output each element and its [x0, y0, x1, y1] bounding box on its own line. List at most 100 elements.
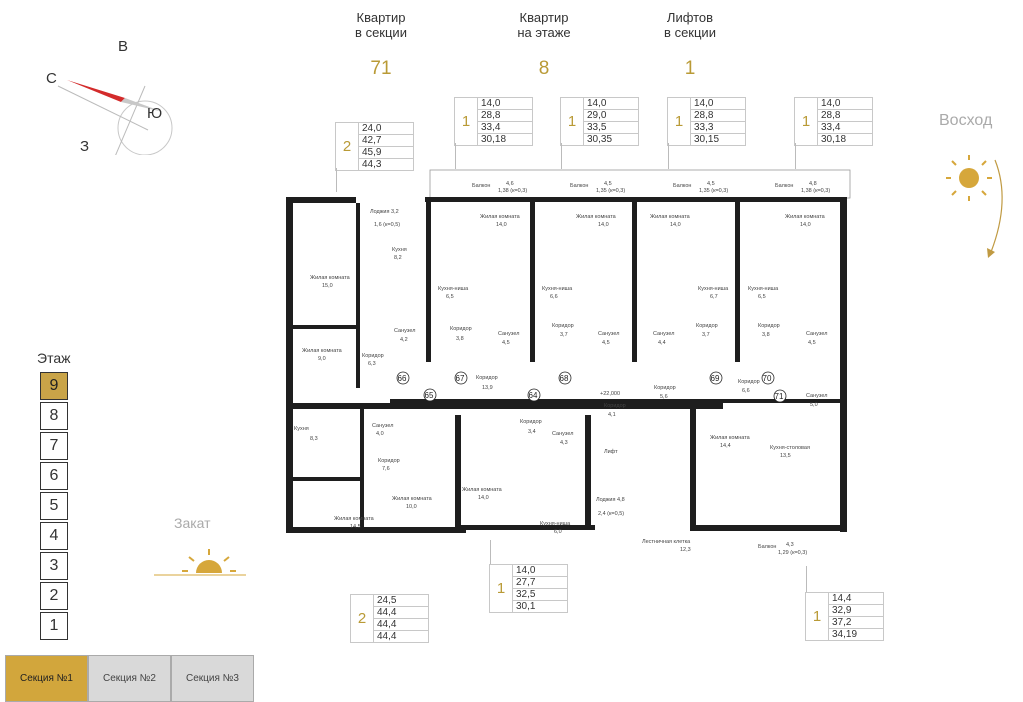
svg-text:Кухня-ниша: Кухня-ниша: [542, 286, 573, 292]
card-living-area: 14,0: [513, 565, 567, 577]
floor-selector-label: Этаж: [37, 350, 71, 366]
svg-text:4,5: 4,5: [604, 181, 612, 187]
card-price: 34,19: [832, 629, 858, 640]
card-area-with-balcony: 33,4: [818, 122, 872, 134]
floor-button-1[interactable]: 1: [40, 612, 68, 640]
floor-button-5[interactable]: 5: [40, 492, 68, 520]
svg-text:Коридор: Коридор: [378, 458, 400, 464]
stat-value: 71: [370, 58, 392, 79]
wall-partition: [632, 197, 637, 362]
apartment-card[interactable]: 1 14,0 29,0 33,5 30,35: [560, 97, 639, 146]
card-area-with-balcony: 37,2: [829, 617, 883, 629]
card-price: 30,35: [587, 134, 613, 145]
card-total-area: 28,8: [818, 110, 872, 122]
svg-text:65: 65: [425, 391, 434, 400]
svg-text:14,0: 14,0: [478, 495, 489, 501]
floor-button-9[interactable]: 9: [40, 372, 68, 400]
svg-text:6,6: 6,6: [742, 388, 750, 394]
wall-partition: [293, 477, 363, 481]
svg-text:Кухня-столовая: Кухня-столовая: [770, 445, 810, 451]
card-living-area: 24,0: [359, 123, 413, 135]
svg-text:68: 68: [560, 374, 569, 383]
card-leader-line: [806, 566, 807, 592]
svg-text:15,0: 15,0: [322, 283, 333, 289]
svg-text:1,38 (к=0,3): 1,38 (к=0,3): [498, 188, 527, 194]
card-total-area: 44,4: [374, 607, 428, 619]
tab-section-3[interactable]: Секция №3: [171, 655, 254, 702]
apartment-card[interactable]: 1 14,0 28,8 33,4 30,18: [794, 97, 873, 146]
svg-text:Кухня-ниша: Кухня-ниша: [540, 521, 571, 527]
card-leader-line: [490, 540, 491, 564]
compass-axis-we: [57, 85, 149, 131]
compass-needle-north: [67, 80, 125, 102]
svg-text:Балкон: Балкон: [775, 183, 793, 189]
floor-button-3[interactable]: 3: [40, 552, 68, 580]
svg-text:1,29 (к=0,3): 1,29 (к=0,3): [778, 550, 807, 556]
svg-text:3,7: 3,7: [702, 332, 710, 338]
apartment-card[interactable]: 1 14,0 27,7 32,5 30,1: [489, 564, 568, 613]
svg-text:4,5: 4,5: [707, 181, 715, 187]
svg-text:Санузел: Санузел: [653, 331, 674, 337]
svg-text:1,35 (к=0,3): 1,35 (к=0,3): [699, 188, 728, 194]
floor-button-8[interactable]: 8: [40, 402, 68, 430]
compass-w-label: З: [80, 138, 90, 155]
floor-button-7[interactable]: 7: [40, 432, 68, 460]
svg-text:2,4 (к=0,5): 2,4 (к=0,5): [598, 511, 624, 517]
svg-text:Коридор: Коридор: [604, 403, 626, 409]
svg-text:13,9: 13,9: [482, 385, 493, 391]
wall-north-left: [286, 197, 356, 203]
svg-text:4,0: 4,0: [376, 431, 384, 437]
floor-button-6[interactable]: 6: [40, 462, 68, 490]
svg-text:Коридор: Коридор: [450, 326, 472, 332]
floor-button-2[interactable]: 2: [40, 582, 68, 610]
stat-elevators-in-section: Лифтов в секции 1: [630, 10, 750, 80]
apartment-card[interactable]: 2 24,0 42,7 45,9 44,3: [335, 122, 414, 171]
card-area-with-balcony: 33,5: [584, 122, 638, 134]
card-total-area: 32,9: [829, 605, 883, 617]
card-total-area: 27,7: [513, 577, 567, 589]
apartment-markers: 66 67 68 69 70 71 65 64: [396, 371, 787, 403]
card-living-area: 14,4: [829, 593, 883, 605]
svg-text:4,2: 4,2: [400, 337, 408, 343]
card-leader-line: [668, 143, 669, 169]
tab-section-2[interactable]: Секция №2: [88, 655, 171, 702]
svg-text:5,6: 5,6: [660, 394, 668, 400]
svg-text:Коридор: Коридор: [654, 385, 676, 391]
card-living-area: 24,5: [374, 595, 428, 607]
svg-text:Коридор: Коридор: [552, 323, 574, 329]
apartment-card[interactable]: 2 24,5 44,4 44,4 44,4: [350, 594, 429, 643]
svg-text:Жилая комната: Жилая комната: [392, 496, 433, 502]
wall-corridor-bottom: [293, 403, 723, 409]
svg-text:Кухня-ниша: Кухня-ниша: [438, 286, 469, 292]
stat-apartments-on-floor: Квартир на этаже 8: [484, 10, 604, 80]
svg-text:4,1: 4,1: [608, 412, 616, 418]
svg-text:4,8: 4,8: [809, 181, 817, 187]
svg-text:Санузел: Санузел: [806, 331, 827, 337]
wall-south-left: [286, 527, 466, 533]
apartment-card[interactable]: 1 14,0 28,8 33,4 30,18: [454, 97, 533, 146]
svg-text:Балкон: Балкон: [472, 183, 490, 189]
stat-value: 8: [538, 58, 550, 79]
floor-button-4[interactable]: 4: [40, 522, 68, 550]
tab-section-1[interactable]: Секция №1: [5, 655, 88, 702]
card-total-area: 42,7: [359, 135, 413, 147]
svg-text:14,0: 14,0: [598, 222, 609, 228]
svg-text:4,3: 4,3: [560, 440, 568, 446]
card-rooms: 2: [351, 595, 374, 642]
svg-text:Балкон: Балкон: [673, 183, 691, 189]
card-living-area: 14,0: [691, 98, 745, 110]
svg-text:4,3: 4,3: [786, 542, 794, 548]
svg-text:Санузел: Санузел: [498, 331, 519, 337]
wall-east: [840, 197, 847, 532]
svg-text:4,5: 4,5: [808, 340, 816, 346]
svg-text:Кухня: Кухня: [294, 426, 309, 432]
card-total-area: 29,0: [584, 110, 638, 122]
svg-text:6,6: 6,6: [550, 294, 558, 300]
card-leader-line: [795, 143, 796, 169]
svg-text:Коридор: Коридор: [362, 353, 384, 359]
apartment-card[interactable]: 1 14,0 28,8 33,3 30,15: [667, 97, 746, 146]
card-living-area: 14,0: [478, 98, 532, 110]
apartment-card[interactable]: 1 14,4 32,9 37,2 34,19: [805, 592, 884, 641]
compass-needle-south: [121, 98, 163, 112]
svg-text:Кухня: Кухня: [392, 247, 407, 253]
